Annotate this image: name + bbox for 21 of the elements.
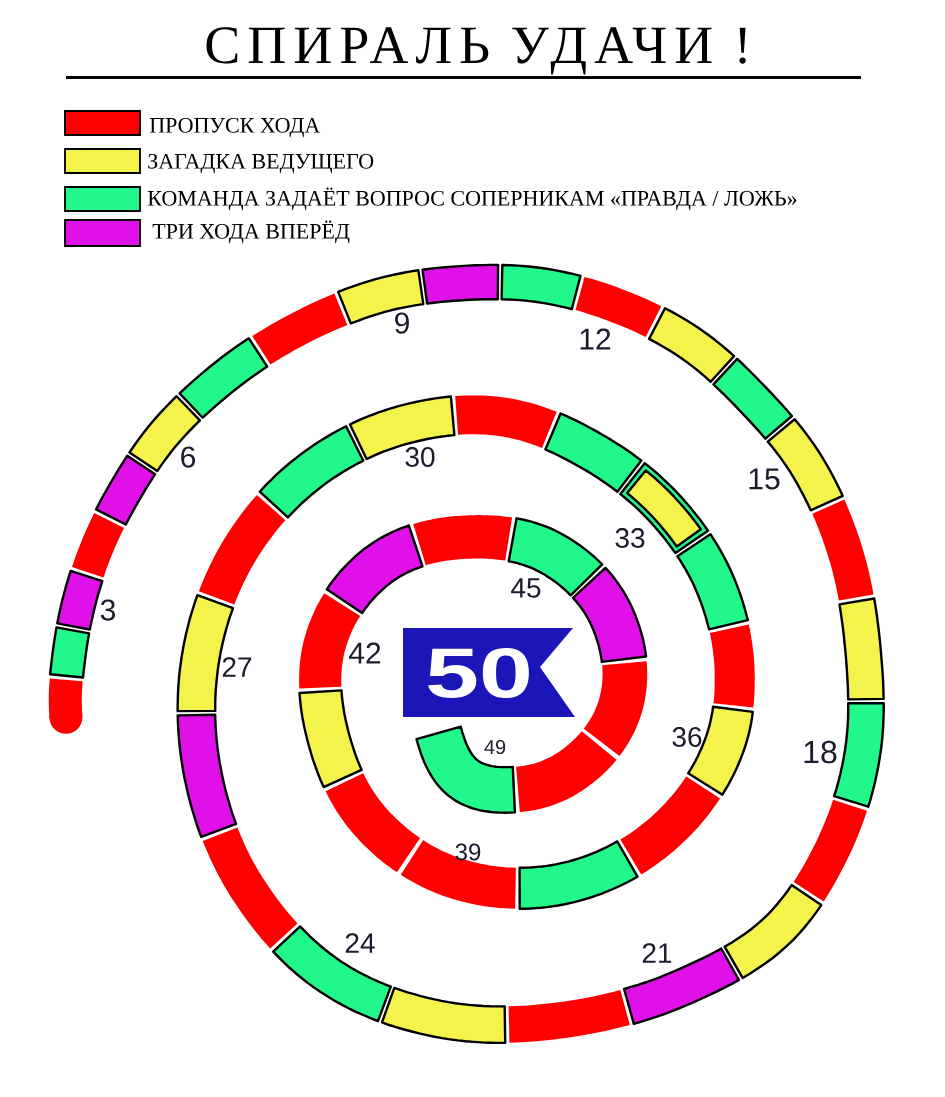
square-number: 33	[615, 528, 645, 548]
square-number: 27	[222, 657, 252, 677]
square-number: 36	[672, 727, 702, 747]
legend-label: ПРОПУСК ХОДА	[149, 117, 321, 138]
square-number: 45	[511, 578, 541, 598]
square-number: 6	[181, 446, 196, 468]
square-number: 49	[484, 739, 506, 755]
legend-label: ЗАГАДКА ВЕДУЩЕГО	[148, 153, 374, 174]
square-number: 9	[395, 312, 409, 334]
square-number: 21	[642, 943, 672, 963]
title: СПИРАЛЬ УДАЧИ !	[206, 27, 746, 75]
legend-label: КОМАНДА ЗАДАЁТ ВОПРОС СОПЕРНИКАМ «ПРАВДА / ЛОЖЬ»	[147, 187, 797, 211]
square-number: 30	[405, 447, 435, 467]
flag: 50	[403, 628, 575, 717]
square-number: 3	[100, 599, 116, 621]
square-number: 12	[580, 328, 611, 350]
square-number: 24	[345, 933, 375, 953]
square-number: 18	[804, 740, 837, 764]
square-number: 15	[749, 468, 780, 490]
legend-label: ТРИ ХОДА ВПЕРЁД	[152, 220, 350, 244]
square-number: 39	[455, 843, 481, 861]
